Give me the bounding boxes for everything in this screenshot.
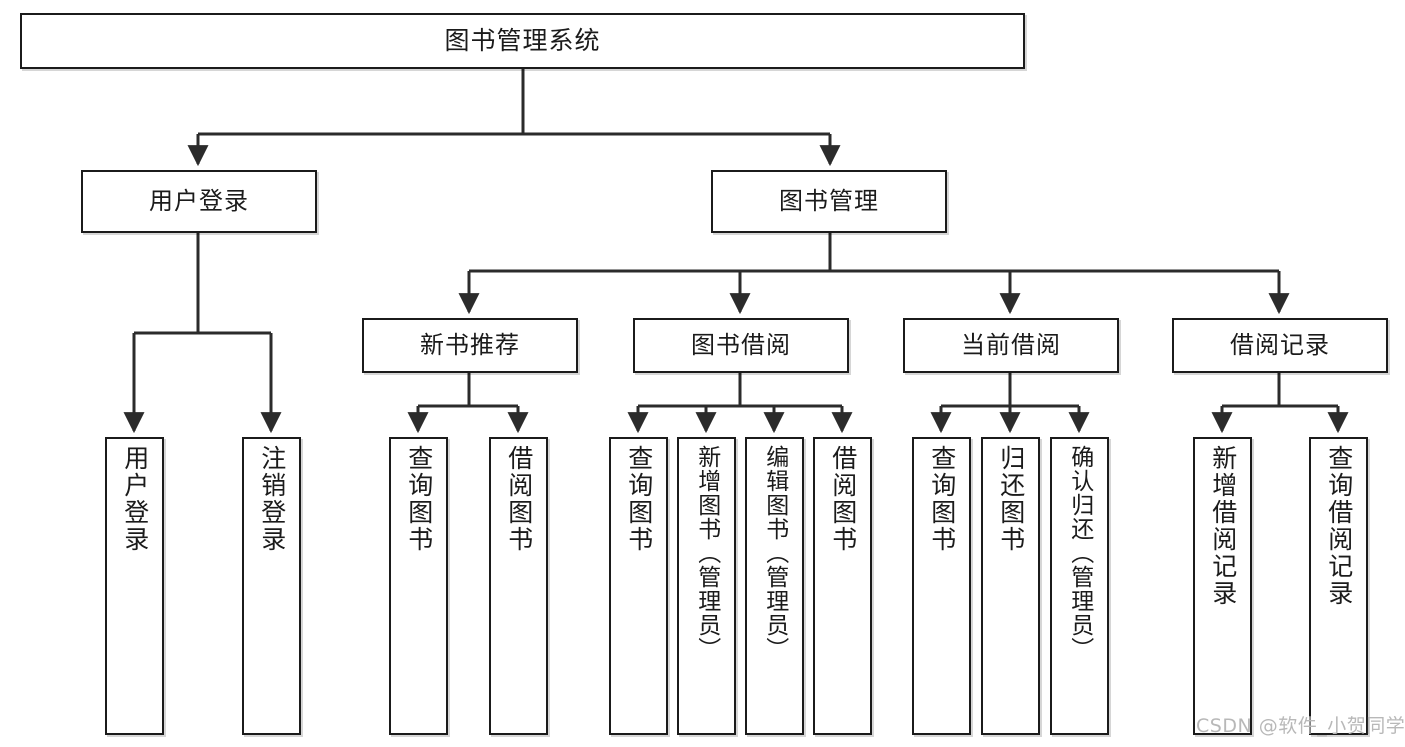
node-book-management-label: 图书管理 bbox=[779, 187, 879, 216]
node-leaf-borrow-book-borrowing[interactable]: 借阅图书 bbox=[813, 437, 872, 735]
node-new-book-recommendation-label: 新书推荐 bbox=[420, 331, 520, 360]
node-root-book-management-system[interactable]: 图书管理系统 bbox=[20, 13, 1025, 69]
node-leaf-query-borrow-record-label: 查询借阅记录 bbox=[1324, 445, 1354, 607]
node-leaf-borrow-book-newbook-label: 借阅图书 bbox=[504, 445, 534, 553]
node-user-login[interactable]: 用户登录 bbox=[81, 170, 317, 233]
node-leaf-add-book-admin[interactable]: 新增图书（管理员） bbox=[677, 437, 736, 735]
node-leaf-add-book-admin-label: 新增图书（管理员） bbox=[693, 445, 720, 661]
node-new-book-recommendation[interactable]: 新书推荐 bbox=[362, 318, 578, 373]
node-leaf-edit-book-admin[interactable]: 编辑图书（管理员） bbox=[745, 437, 804, 735]
node-leaf-user-login-label: 用户登录 bbox=[120, 445, 150, 553]
node-book-borrowing[interactable]: 图书借阅 bbox=[633, 318, 849, 373]
node-user-login-label: 用户登录 bbox=[149, 187, 249, 216]
node-book-management[interactable]: 图书管理 bbox=[711, 170, 947, 233]
node-leaf-add-borrow-record-label: 新增借阅记录 bbox=[1208, 445, 1238, 607]
node-leaf-query-book-current-label: 查询图书 bbox=[927, 445, 957, 553]
node-current-borrowing[interactable]: 当前借阅 bbox=[903, 318, 1119, 373]
node-leaf-query-book-borrowing[interactable]: 查询图书 bbox=[609, 437, 668, 735]
node-leaf-confirm-return-admin[interactable]: 确认归还（管理员） bbox=[1050, 437, 1109, 735]
node-leaf-return-book-label: 归还图书 bbox=[996, 445, 1026, 553]
node-leaf-logout[interactable]: 注销登录 bbox=[242, 437, 301, 735]
node-leaf-return-book[interactable]: 归还图书 bbox=[981, 437, 1040, 735]
node-root-label: 图书管理系统 bbox=[444, 26, 601, 56]
node-leaf-edit-book-admin-label: 编辑图书（管理员） bbox=[761, 445, 788, 661]
node-leaf-query-book-newbook-label: 查询图书 bbox=[404, 445, 434, 553]
node-leaf-query-book-newbook[interactable]: 查询图书 bbox=[389, 437, 448, 735]
node-leaf-logout-label: 注销登录 bbox=[257, 445, 287, 553]
node-leaf-query-borrow-record[interactable]: 查询借阅记录 bbox=[1309, 437, 1368, 735]
node-borrowing-record-label: 借阅记录 bbox=[1230, 331, 1330, 360]
node-leaf-query-book-borrowing-label: 查询图书 bbox=[624, 445, 654, 553]
node-leaf-query-book-current[interactable]: 查询图书 bbox=[912, 437, 971, 735]
node-leaf-confirm-return-admin-label: 确认归还（管理员） bbox=[1066, 445, 1093, 661]
node-leaf-borrow-book-newbook[interactable]: 借阅图书 bbox=[489, 437, 548, 735]
node-current-borrowing-label: 当前借阅 bbox=[961, 331, 1061, 360]
node-leaf-add-borrow-record[interactable]: 新增借阅记录 bbox=[1193, 437, 1252, 735]
node-borrowing-record[interactable]: 借阅记录 bbox=[1172, 318, 1388, 373]
node-leaf-borrow-book-borrowing-label: 借阅图书 bbox=[828, 445, 858, 553]
node-leaf-user-login[interactable]: 用户登录 bbox=[105, 437, 164, 735]
csdn-watermark: CSDN @软件_小贺同学 bbox=[1196, 715, 1405, 737]
node-book-borrowing-label: 图书借阅 bbox=[691, 331, 791, 360]
